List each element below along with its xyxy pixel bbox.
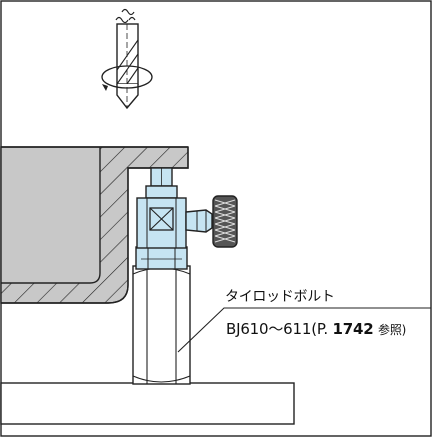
page-ref-close: 参照) xyxy=(378,323,407,337)
hex-nut xyxy=(135,246,188,270)
leader-line xyxy=(177,307,431,353)
valve-body xyxy=(136,167,213,249)
part-reference-label: BJ610〜611(P. 1742 参照) xyxy=(226,318,406,339)
drill-bit xyxy=(115,8,139,110)
page-ref-number: 1742 xyxy=(332,320,374,338)
part-name-label: タイロッドボルト xyxy=(225,289,335,305)
workpiece xyxy=(0,146,189,304)
rotation-arrow-icon xyxy=(101,65,153,91)
base-plate xyxy=(0,382,295,425)
page-ref-open: (P. xyxy=(311,320,328,338)
tie-rod-bolt xyxy=(132,265,191,385)
part-code: BJ610〜611 xyxy=(226,320,312,338)
knurled-knob xyxy=(212,195,238,248)
